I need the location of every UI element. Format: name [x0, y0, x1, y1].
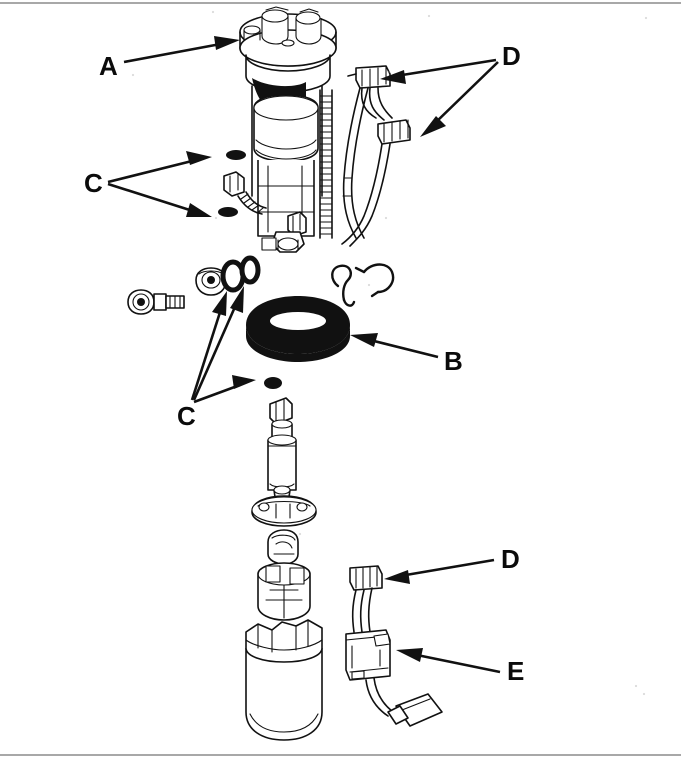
- callout-label-d2: D: [501, 544, 520, 574]
- mounting-bolt: [127, 289, 185, 315]
- fuel-level-sensor: [345, 587, 443, 727]
- leader-e: [396, 648, 501, 674]
- callout-label-d1: D: [502, 41, 521, 71]
- callout-label-c2: C: [177, 401, 196, 431]
- retaining-clips: [331, 263, 395, 307]
- callout-label-c1: C: [84, 168, 103, 198]
- tank-seal-gasket: [246, 296, 350, 362]
- sender-connector: [349, 565, 383, 591]
- fuel-pump-motor: [251, 397, 317, 527]
- pump-bracket: [257, 562, 311, 621]
- fuel-pump-module-cover: [239, 6, 337, 93]
- callout-label-b: B: [444, 346, 463, 376]
- leader-b: [350, 333, 439, 359]
- fuel-pump-module-body: [223, 78, 333, 253]
- top-rule: [0, 2, 681, 4]
- leader-d-upper: [380, 58, 499, 137]
- scan-artifacts: [131, 10, 648, 696]
- o-rings-lower: [220, 255, 282, 389]
- leader-c-lower: [190, 286, 256, 404]
- o-rings-upper: [218, 150, 246, 217]
- strainer-housing: [245, 619, 323, 741]
- callout-label-a: A: [99, 51, 118, 81]
- callout-label-e: E: [507, 656, 525, 686]
- leader-d-lower: [384, 558, 495, 584]
- pump-clip: [267, 529, 299, 565]
- bottom-rule: [0, 754, 681, 756]
- wire-harness-connectors: [341, 65, 411, 247]
- leader-c-upper: [107, 151, 212, 217]
- leader-a: [123, 36, 240, 64]
- spacer-nut: [195, 267, 227, 296]
